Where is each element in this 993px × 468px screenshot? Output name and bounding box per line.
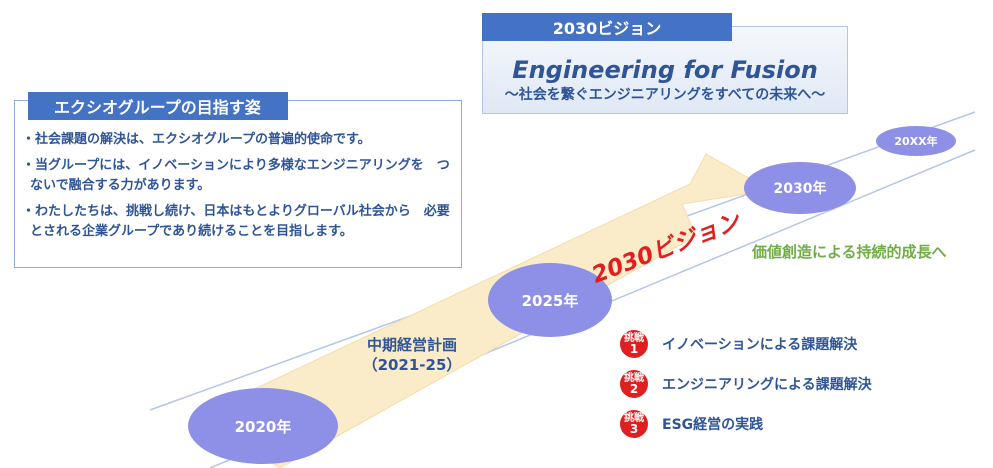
challenge-label: ESG経営の実践: [662, 417, 764, 433]
aim-item: ・当グループには、イノベーションにより多様なエンジニアリングを つないで融合する…: [22, 158, 450, 193]
aim-item: ・わたしたちは、挑戦し続け、日本はもとよりグローバル社会から 必要とされる企業グ…: [22, 204, 450, 239]
growth-label: 価値創造による持続的成長へ: [752, 243, 947, 261]
challenge-1: 挑戦 1 イノベーションによる課題解決: [620, 330, 857, 358]
plan-years: （2021-25）: [362, 356, 462, 374]
challenge-label: エンジニアリングによる課題解決: [662, 377, 872, 393]
challenge-badge: 挑戦 3: [620, 410, 648, 438]
timeline-arrow: [193, 153, 772, 468]
mid-term-plan-label: 中期経営計画 （2021-25）: [352, 335, 472, 375]
vision-header: 2030ビジョン: [482, 13, 732, 41]
challenge-badge: 挑戦 2: [620, 370, 648, 398]
milestone-2030: 2030年: [744, 162, 856, 214]
vision-title: Engineering for Fusion: [512, 56, 818, 84]
vision-subtitle: ～社会を繋ぐエンジニアリングをすべての未来へ～: [504, 87, 826, 103]
aim-header: エクシオグループの目指す姿: [28, 92, 288, 120]
milestone-2020: 2020年: [188, 388, 338, 464]
aim-item: ・社会課題の解決は、エクシオグループの普遍的使命です。: [22, 132, 371, 147]
milestone-2025: 2025年: [488, 263, 612, 337]
plan-title: 中期経営計画: [366, 336, 457, 354]
challenge-label: イノベーションによる課題解決: [662, 337, 858, 353]
milestone-20xx: 20XX年: [876, 126, 956, 156]
challenge-3: 挑戦 3 ESG経営の実践: [620, 410, 763, 438]
aim-list: ・社会課題の解決は、エクシオグループの普遍的使命です。 ・当グループには、イノベ…: [22, 130, 458, 248]
aim-panel: [14, 100, 462, 268]
challenge-2: 挑戦 2 エンジニアリングによる課題解決: [620, 370, 872, 398]
challenge-badge: 挑戦 1: [620, 330, 648, 358]
